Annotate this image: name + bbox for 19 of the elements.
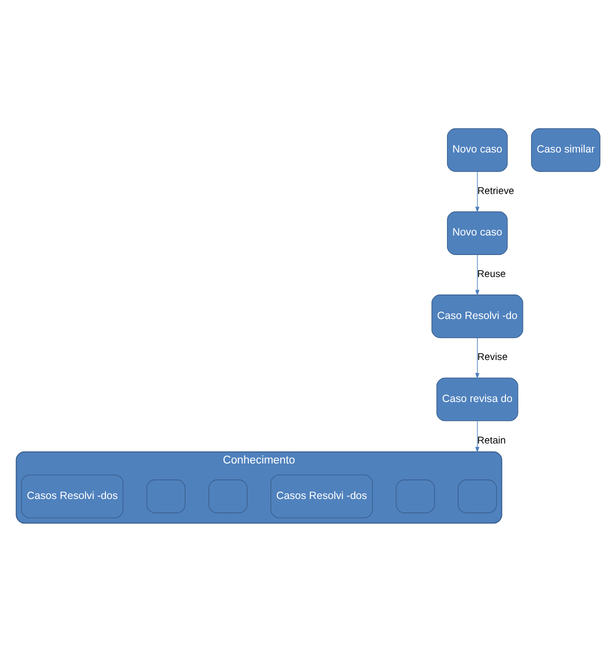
node-box: Novo caso: [446, 128, 508, 172]
node-box: Caso similar: [531, 128, 600, 172]
arrow: [475, 170, 480, 212]
arrow: [475, 336, 480, 378]
node-box: [458, 479, 497, 513]
node-box: Casos Resolvi -dos: [21, 474, 124, 518]
node-box: [146, 479, 186, 513]
node-box: Casos Resolvi -dos: [270, 474, 373, 518]
node-box: Caso Resolvi -do: [431, 294, 524, 338]
arrow: [475, 420, 480, 452]
node-box: [396, 479, 435, 513]
arrow: [475, 254, 480, 296]
node-box: Novo caso: [446, 210, 508, 254]
edge-label: Revise: [477, 352, 508, 363]
edge-label: Reuse: [477, 268, 506, 280]
node-box: [208, 479, 248, 513]
edge-label: Retain: [477, 434, 506, 446]
edge-label: Retrieve: [477, 185, 514, 196]
node-box: Caso revisa do: [436, 377, 518, 421]
